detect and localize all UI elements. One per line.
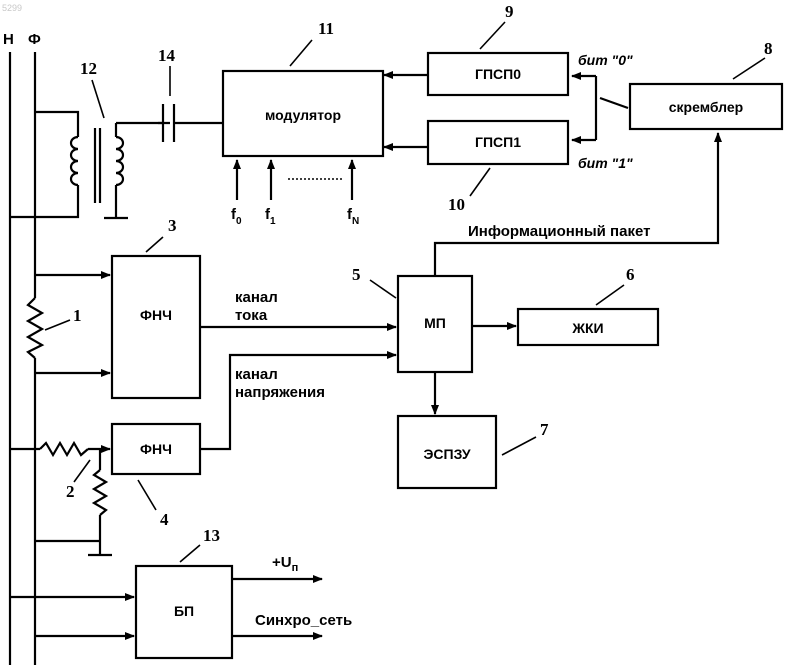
leader-2 bbox=[74, 460, 90, 482]
sync-label: Синхро_сеть bbox=[255, 612, 352, 629]
supply-label: +Uп bbox=[272, 554, 298, 574]
leader-6 bbox=[596, 285, 624, 305]
label-3: 3 bbox=[168, 216, 177, 235]
leader-10 bbox=[470, 168, 490, 196]
label-8: 8 bbox=[764, 39, 773, 58]
label-9: 9 bbox=[505, 2, 514, 21]
mp-label: МП bbox=[424, 315, 446, 331]
lcd-label: ЖКИ bbox=[571, 320, 603, 336]
leader-9 bbox=[480, 22, 505, 49]
leader-8 bbox=[733, 58, 765, 79]
eeprom-label: ЭСПЗУ bbox=[423, 446, 470, 462]
info-packet-label: Информационный пакет bbox=[468, 223, 650, 240]
leader-11 bbox=[290, 40, 312, 66]
leader-7 bbox=[502, 437, 536, 455]
current-channel-label-2: тока bbox=[235, 307, 268, 324]
label-7: 7 bbox=[540, 420, 549, 439]
current-shunt-resistor bbox=[28, 298, 42, 358]
label-4: 4 bbox=[160, 510, 169, 529]
corner-mark: 5299 bbox=[2, 3, 22, 13]
lpf-current-label: ФНЧ bbox=[140, 307, 172, 323]
voltage-channel-line bbox=[200, 355, 396, 449]
bit1-label: бит "1" bbox=[578, 155, 633, 171]
voltage-divider bbox=[10, 443, 112, 555]
label-2: 2 bbox=[66, 482, 75, 501]
voltage-channel-label-1: канал bbox=[235, 366, 278, 383]
leader-12 bbox=[92, 80, 104, 118]
gpsp1-label: ГПСП1 bbox=[475, 134, 521, 150]
gpsp0-label: ГПСП0 bbox=[475, 66, 521, 82]
current-channel-label-1: канал bbox=[235, 289, 278, 306]
lpf-voltage-label: ФНЧ bbox=[140, 441, 172, 457]
phase-rail-label: Ф bbox=[28, 31, 41, 48]
voltage-channel-label-2: напряжения bbox=[235, 384, 325, 401]
label-14: 14 bbox=[158, 46, 176, 65]
neutral-rail-label: Н bbox=[3, 31, 14, 48]
leader-1 bbox=[45, 320, 70, 330]
bit-switch bbox=[572, 76, 628, 140]
f0-label: f0 bbox=[231, 206, 242, 227]
label-13: 13 bbox=[203, 526, 220, 545]
label-11: 11 bbox=[318, 19, 334, 38]
leader-3 bbox=[146, 237, 163, 252]
leader-4 bbox=[138, 480, 156, 510]
f1-label: f1 bbox=[265, 206, 276, 227]
leader-13 bbox=[180, 545, 200, 562]
bit0-label: бит "0" bbox=[578, 52, 633, 68]
psu-label: БП bbox=[174, 603, 194, 619]
label-5: 5 bbox=[352, 265, 361, 284]
label-6: 6 bbox=[626, 265, 635, 284]
leader-5 bbox=[370, 280, 396, 298]
label-12: 12 bbox=[80, 59, 97, 78]
fn-label: fN bbox=[347, 206, 359, 227]
label-1: 1 bbox=[73, 306, 82, 325]
lpf-current-block bbox=[112, 256, 200, 398]
scrambler-label: скремблер bbox=[669, 99, 743, 115]
label-10: 10 bbox=[448, 195, 465, 214]
modulator-label: модулятор bbox=[265, 107, 341, 123]
